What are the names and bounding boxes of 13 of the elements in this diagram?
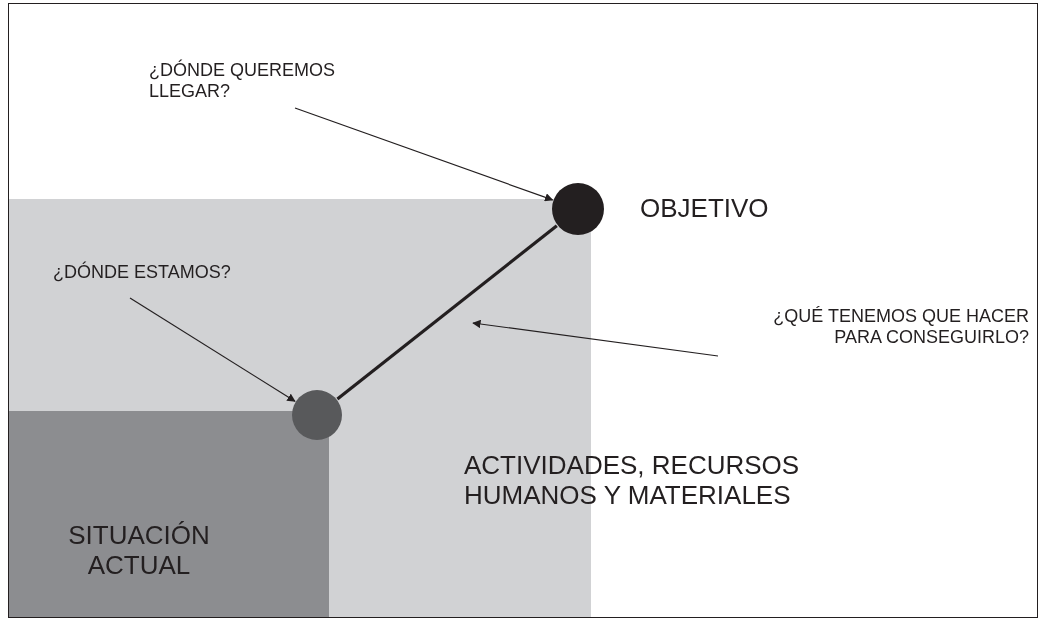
connector-line (336, 224, 558, 401)
arrow (294, 107, 554, 202)
question-text: ¿DÓNDE QUEREMOS LLEGAR? (149, 60, 389, 102)
area-label: SITUACIÓN ACTUAL (67, 521, 211, 581)
question-text: ¿QUÉ TENEMOS QUE HACER PARA CONSEGUIRLO? (744, 306, 1029, 348)
goal-circle (552, 183, 604, 235)
area-label: ACTIVIDADES, RECURSOS HUMANOS Y MATERIALES (464, 451, 801, 511)
question-text: ¿DÓNDE ESTAMOS? (53, 262, 293, 283)
current-situation-area (9, 411, 329, 617)
circle-caption: OBJETIVO (640, 194, 770, 224)
current-circle (292, 390, 342, 440)
arrow (472, 319, 719, 357)
arrow (129, 297, 296, 402)
